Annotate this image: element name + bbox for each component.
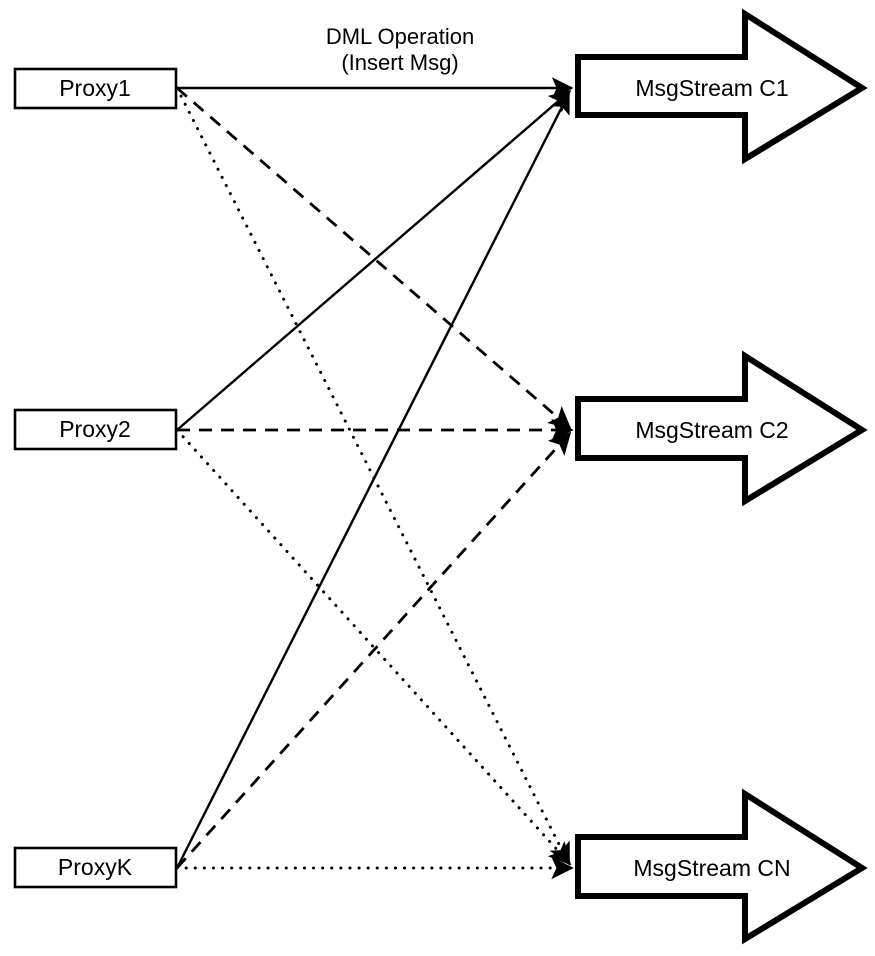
annotation-line-1: DML Operation — [326, 24, 474, 49]
link-proxy2-to-cn[interactable] — [175, 428, 572, 866]
proxy-box-proxyK[interactable] — [13, 846, 178, 889]
link-proxy1-to-cn[interactable] — [175, 86, 571, 866]
stream-node-c2[interactable]: MsgStream C2 — [575, 350, 868, 507]
stream-label-c1: MsgStream C1 — [635, 75, 788, 101]
proxy-label-proxy2: Proxy2 — [59, 416, 131, 442]
stream-arrow-shape-c2[interactable] — [575, 350, 868, 507]
dml-operation-annotation: DML Operation (Insert Msg) — [326, 24, 474, 75]
stream-node-cn[interactable]: MsgStream CN — [575, 788, 868, 945]
proxy-label-proxy1: Proxy1 — [59, 75, 131, 101]
link-layer — [175, 77, 574, 880]
stream-label-c2: MsgStream C2 — [635, 417, 788, 443]
link-proxy2-to-c1[interactable] — [176, 90, 572, 431]
proxy-box-proxy1[interactable] — [13, 67, 178, 110]
proxy-node-proxyK[interactable]: ProxyK — [13, 846, 178, 889]
stream-node-c1[interactable]: MsgStream C1 — [575, 8, 868, 165]
annotation-line-2: (Insert Msg) — [341, 50, 458, 75]
stream-arrow-shape-cn[interactable] — [575, 788, 868, 945]
stream-label-cn: MsgStream CN — [633, 855, 790, 881]
link-proxyK-to-c1[interactable] — [175, 91, 571, 869]
stream-arrow-shape-c1[interactable] — [575, 8, 868, 165]
link-proxyK-to-c2[interactable] — [175, 431, 572, 869]
proxy-label-proxyK: ProxyK — [58, 854, 133, 880]
proxy-box-proxy2[interactable] — [13, 408, 178, 451]
link-proxy1-to-c2[interactable] — [176, 86, 572, 430]
proxy-node-proxy2[interactable]: Proxy2 — [13, 408, 178, 451]
proxy-node-proxy1[interactable]: Proxy1 — [13, 67, 178, 110]
